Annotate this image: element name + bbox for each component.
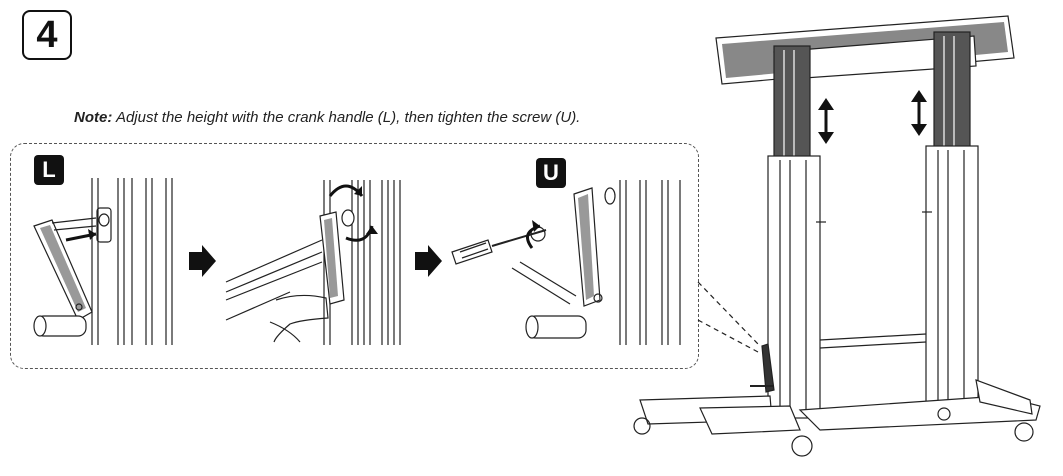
panel-1-crank-insert (33, 178, 173, 345)
panel-3-tighten-screw (451, 180, 681, 345)
note-text: Adjust the height with the crank handle … (112, 109, 581, 126)
step-number-badge: 4 (22, 10, 72, 60)
screw-tag: U (536, 158, 566, 188)
arrow-right-icon (415, 245, 442, 277)
panel-2-crank-rotate (225, 180, 401, 345)
screwdriver-icon (451, 226, 547, 265)
detail-panel (10, 143, 699, 369)
note-label: Note: (74, 109, 113, 126)
rotation-arrow-icon (354, 186, 362, 196)
double-arrow-vertical-icon (818, 90, 927, 144)
instruction-note: Note: Adjust the height with the crank h… (74, 109, 580, 126)
crank-handle-icon (33, 217, 97, 337)
mobile-tv-stand (633, 15, 1041, 457)
crank-handle-tag: L (34, 155, 64, 185)
arrow-right-icon (189, 245, 216, 277)
